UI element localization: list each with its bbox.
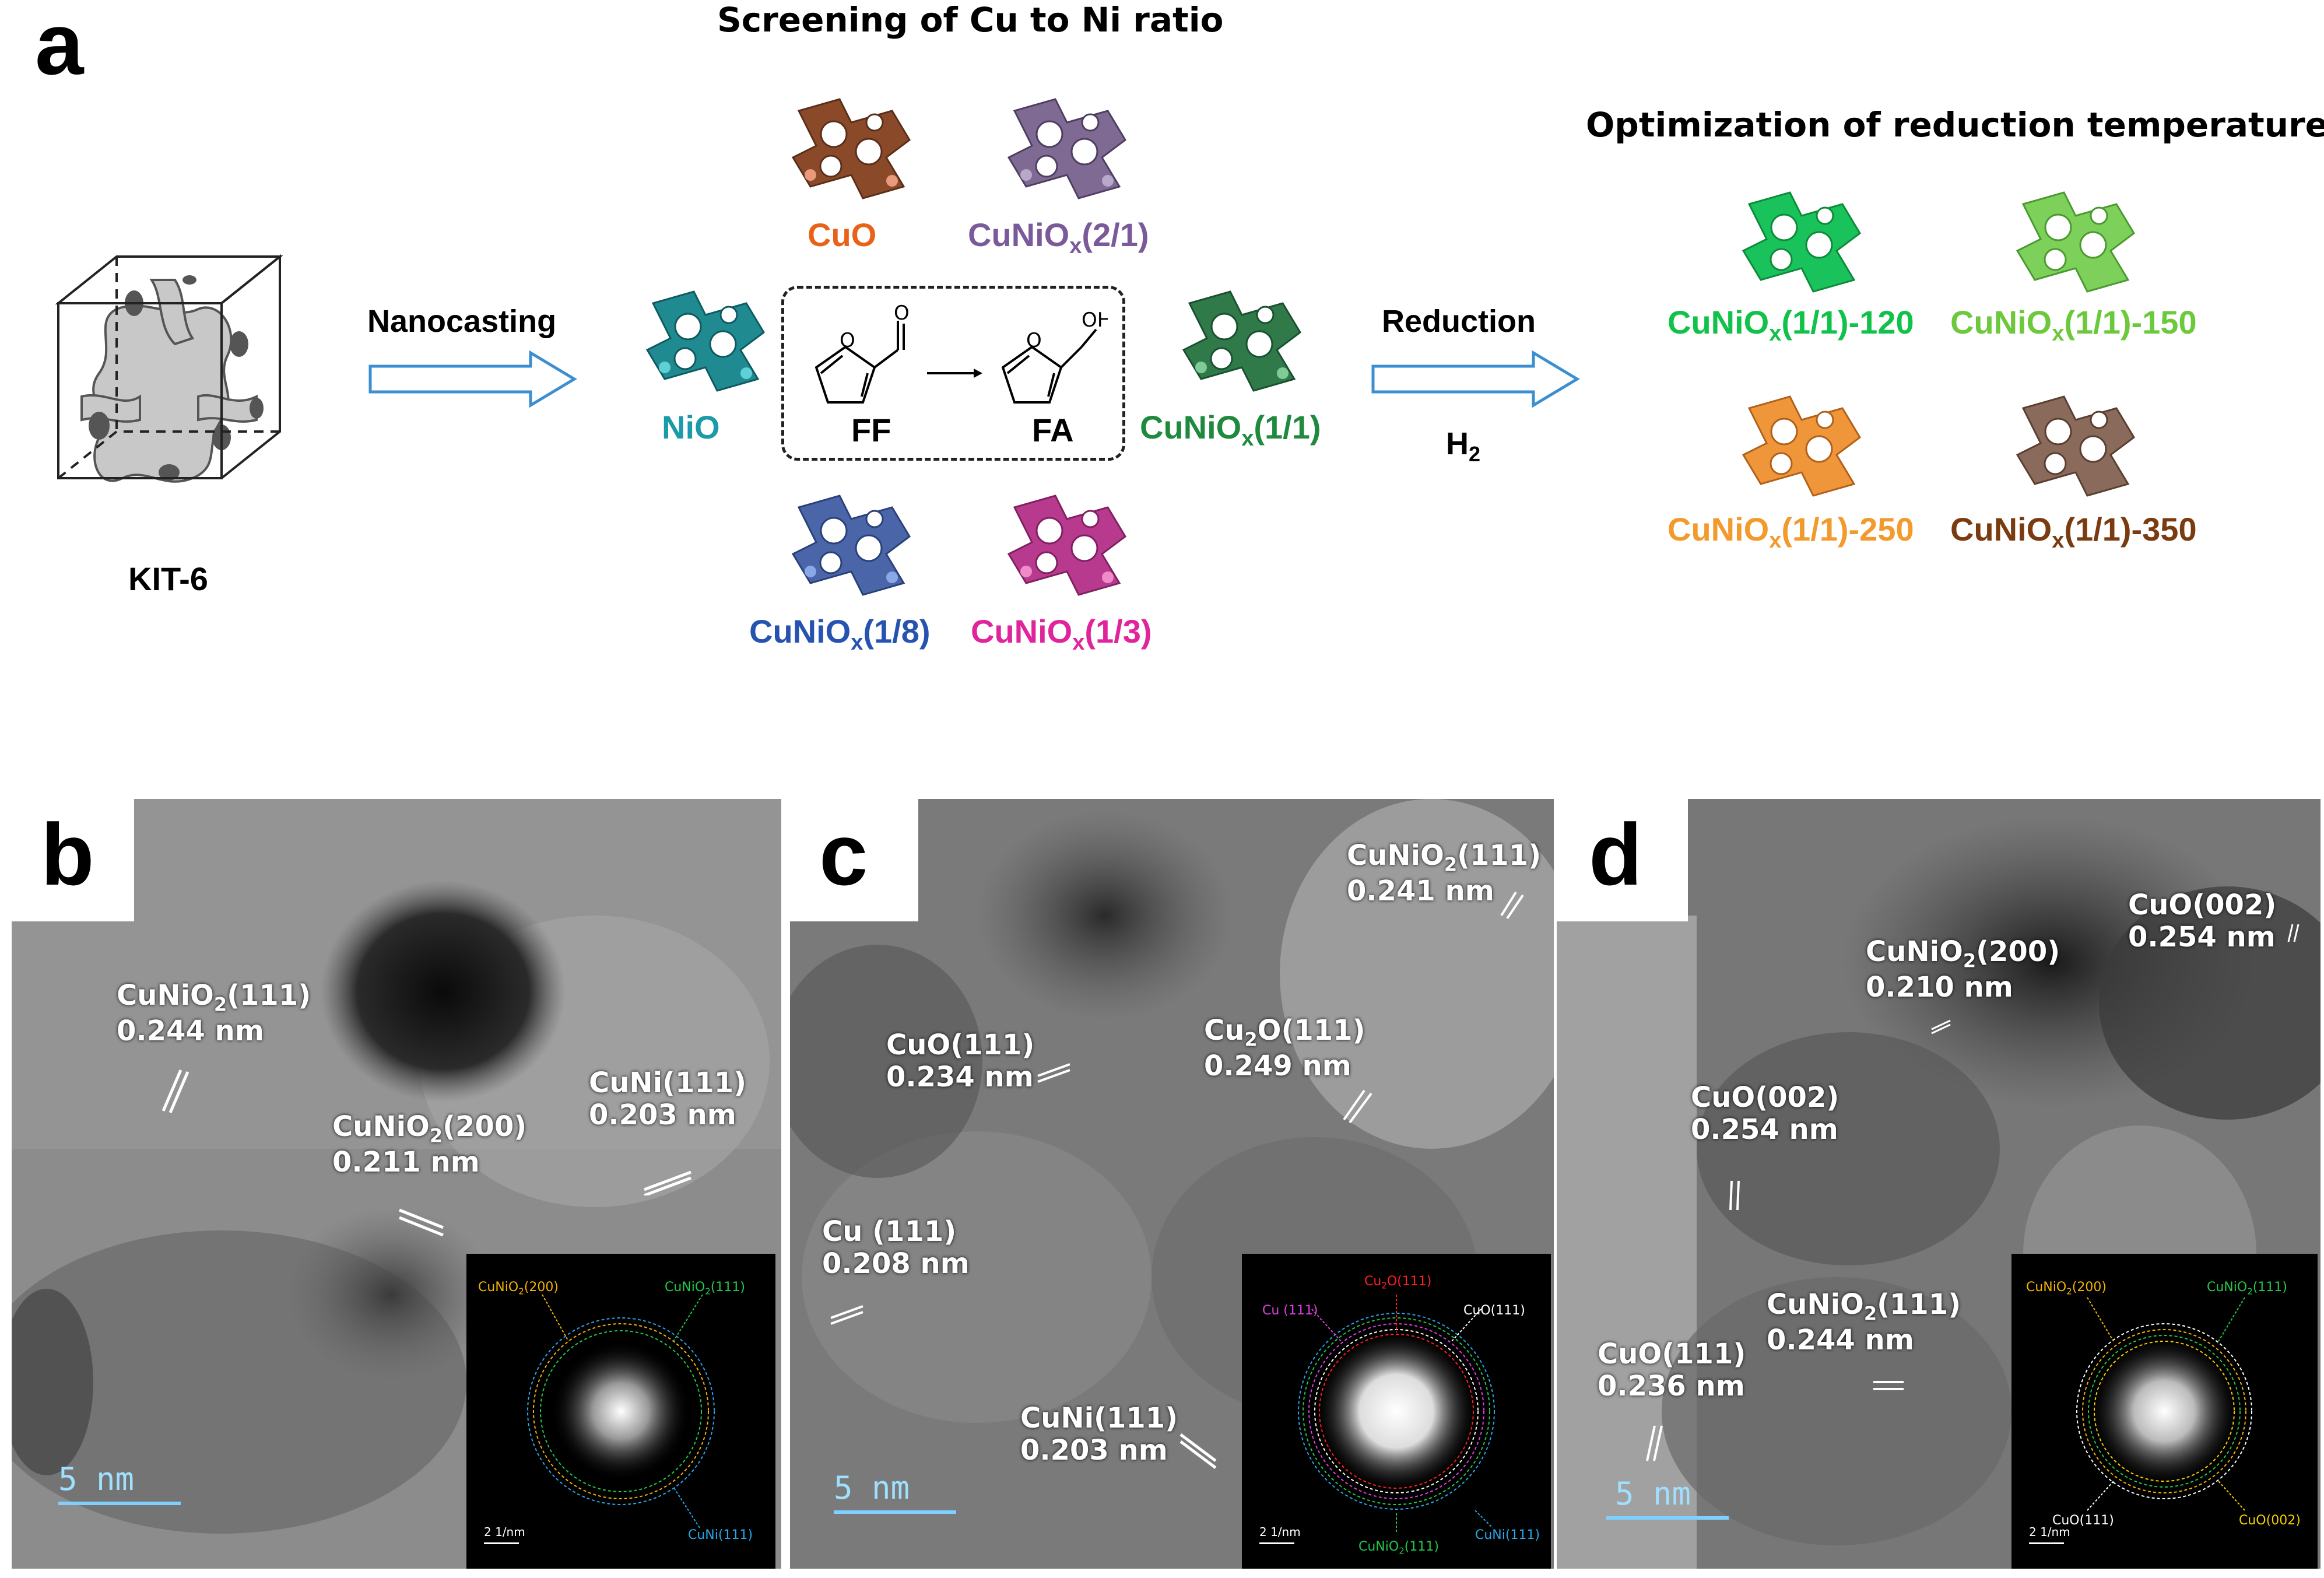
ff-carbonyl-oxygen-label: O	[894, 301, 910, 325]
kit6-label: KIT-6	[128, 560, 208, 597]
c-fft-ring-cuo-111: CuO(111)	[1463, 1303, 1525, 1318]
d-lattice-marker-icon	[1873, 1381, 1904, 1390]
screening-title: Screening of Cu to Ni ratio	[717, 0, 1224, 40]
b-scale-bar	[58, 1502, 181, 1505]
optimization-title: Optimization of reduction temperature	[1586, 105, 2324, 145]
d-lattice-marker-icon	[1646, 1425, 1663, 1461]
cunio-120-label: CuNiOx(1/1)-120	[1667, 304, 1914, 346]
d-fft-ring-cuo-111: CuO(111)	[2052, 1513, 2114, 1528]
c-label-cuni-111: CuNi(111)0.203 nm	[1020, 1402, 1178, 1467]
nanocasting-arrow-icon	[368, 350, 577, 408]
b-lattice-marker-icon	[162, 1069, 189, 1113]
c-lattice-marker-icon	[1343, 1089, 1372, 1124]
nio-structure-icon	[645, 290, 765, 392]
d-label-cunio2-200: CuNiO2(200)0.210 nm	[1866, 935, 2060, 1004]
reaction-scheme-icon: O O O OH	[815, 301, 1108, 404]
d-scale-label: 5 nm	[1615, 1475, 1691, 1512]
d-fft-ring-cunio2-111: CuNiO2(111)	[2207, 1280, 2287, 1297]
c-fft-inset: Cu2O(111) Cu (111) CuO(111) CuNiO2(111) …	[1242, 1254, 1551, 1569]
b-label-cunio2-111: CuNiO2(111)0.244 nm	[117, 979, 311, 1048]
c-label-cu2o-111: Cu2O(111)0.249 nm	[1204, 1014, 1365, 1083]
c-lattice-marker-icon	[1037, 1063, 1070, 1083]
ff-oxygen-label: O	[840, 329, 855, 352]
d-label-cuo-111: CuO(111)0.236 nm	[1598, 1338, 1746, 1403]
c-fft-ring-cunio2-111: CuNiO2(111)	[1358, 1540, 1439, 1556]
b-fft-ring-cuni-111: CuNi(111)	[688, 1528, 753, 1542]
cunio-250-structure-icon	[1742, 395, 1861, 497]
d-label-cunio2-111: CuNiO2(111)0.244 nm	[1767, 1288, 1961, 1357]
reactant-ff-label: FF	[851, 412, 891, 448]
d-fft-inset: CuNiO2(200) CuNiO2(111) CuO(111) CuO(002…	[2011, 1254, 2318, 1569]
panel-letter-b: b	[41, 805, 94, 903]
d-label-cuo-002-top: CuO(002)0.254 nm	[2128, 889, 2277, 954]
c-lattice-marker-icon	[1179, 1433, 1217, 1469]
c-fft-ring-cu2o-111: Cu2O(111)	[1364, 1274, 1432, 1291]
cunio-120-structure-icon	[1742, 191, 1861, 293]
d-fft-scale-bar	[2029, 1542, 2064, 1544]
product-fa-label: FA	[1032, 412, 1074, 448]
reaction-box	[781, 286, 1125, 461]
d-lattice-marker-icon	[1729, 1180, 1740, 1211]
b-lattice-marker-icon	[644, 1170, 691, 1195]
panel-letter-c: c	[819, 805, 868, 903]
cuo-label: CuO	[808, 216, 877, 253]
panel-d-tem-image	[1557, 799, 2321, 1569]
d-scale-bar	[1606, 1516, 1729, 1520]
b-lattice-marker-icon	[399, 1208, 444, 1236]
cunio-150-label: CuNiOx(1/1)-150	[1950, 304, 2197, 346]
cunio-1-8-structure-icon	[791, 495, 911, 596]
c-scale-label: 5 nm	[834, 1470, 910, 1506]
cunio-1-3-structure-icon	[1007, 495, 1126, 596]
cunio-2-1-structure-icon	[1007, 98, 1126, 199]
d-label-cuo-002-mid: CuO(002)0.254 nm	[1691, 1081, 1839, 1146]
kit6-cube-icon	[55, 254, 283, 483]
cunio-1-1-label: CuNiOx(1/1)	[1140, 409, 1321, 451]
panel-c-letter-box	[784, 787, 918, 921]
h2-label: H2	[1446, 426, 1481, 466]
cunio-150-structure-icon	[2016, 191, 2135, 293]
cuo-structure-icon	[791, 98, 911, 199]
cunio-350-label: CuNiOx(1/1)-350	[1950, 511, 2197, 553]
cunio-350-structure-icon	[2016, 395, 2135, 497]
c-fft-ring-cu-111: Cu (111)	[1262, 1303, 1318, 1318]
cunio-1-1-structure-icon	[1182, 290, 1301, 392]
fa-hydroxyl-label: OH	[1082, 308, 1108, 332]
cunio-1-3-label: CuNiOx(1/3)	[971, 613, 1152, 655]
nio-label: NiO	[662, 409, 720, 446]
c-label-cunio2-111: CuNiO2(111)0.241 nm	[1347, 839, 1542, 908]
d-lattice-marker-icon	[2287, 924, 2300, 942]
panel-letter-a: a	[35, 0, 84, 93]
reduction-label: Reduction	[1382, 304, 1536, 339]
cunio-250-label: CuNiOx(1/1)-250	[1667, 511, 1914, 553]
d-fft-ring-cuo-002: CuO(002)	[2239, 1513, 2301, 1528]
d-fft-scale-label: 2 1/nm	[2029, 1525, 2070, 1539]
b-scale-label: 5 nm	[58, 1461, 135, 1498]
reduction-arrow-icon	[1371, 350, 1580, 408]
c-scale-bar	[834, 1510, 956, 1514]
c-lattice-marker-icon	[830, 1305, 863, 1325]
panel-b-letter-box	[0, 787, 134, 921]
nanocasting-label: Nanocasting	[367, 304, 557, 339]
b-fft-scale-bar	[484, 1542, 519, 1544]
b-label-cunio2-200: CuNiO2(200)0.211 nm	[332, 1110, 527, 1179]
c-fft-scale-label: 2 1/nm	[1259, 1525, 1301, 1539]
b-fft-scale-label: 2 1/nm	[484, 1525, 525, 1539]
panel-letter-d: d	[1589, 805, 1642, 903]
c-fft-ring-cuni-111: CuNi(111)	[1475, 1528, 1540, 1542]
b-label-cuni-111: CuNi(111)0.203 nm	[589, 1067, 747, 1132]
c-fft-scale-bar	[1259, 1542, 1294, 1544]
c-label-cu-111: Cu (111)0.208 nm	[822, 1215, 970, 1281]
d-lattice-marker-icon	[1931, 1019, 1951, 1035]
panel-d-letter-box	[1554, 787, 1688, 921]
b-fft-ring-cunio2-200: CuNiO2(200)	[478, 1280, 559, 1297]
c-label-cuo-111: CuO(111)0.234 nm	[886, 1029, 1035, 1094]
c-lattice-marker-icon	[1500, 891, 1524, 920]
b-fft-ring-cunio2-111: CuNiO2(111)	[665, 1280, 745, 1297]
cunio-2-1-label: CuNiOx(2/1)	[968, 216, 1149, 259]
b-fft-inset: CuNiO2(200) CuNiO2(111) CuNi(111) 2 1/nm	[466, 1254, 775, 1569]
d-fft-ring-cunio2-200: CuNiO2(200)	[2026, 1280, 2107, 1297]
panel-b-tem-image	[12, 799, 781, 1569]
cunio-1-8-label: CuNiOx(1/8)	[749, 613, 931, 655]
fa-oxygen-label: O	[1026, 329, 1042, 352]
